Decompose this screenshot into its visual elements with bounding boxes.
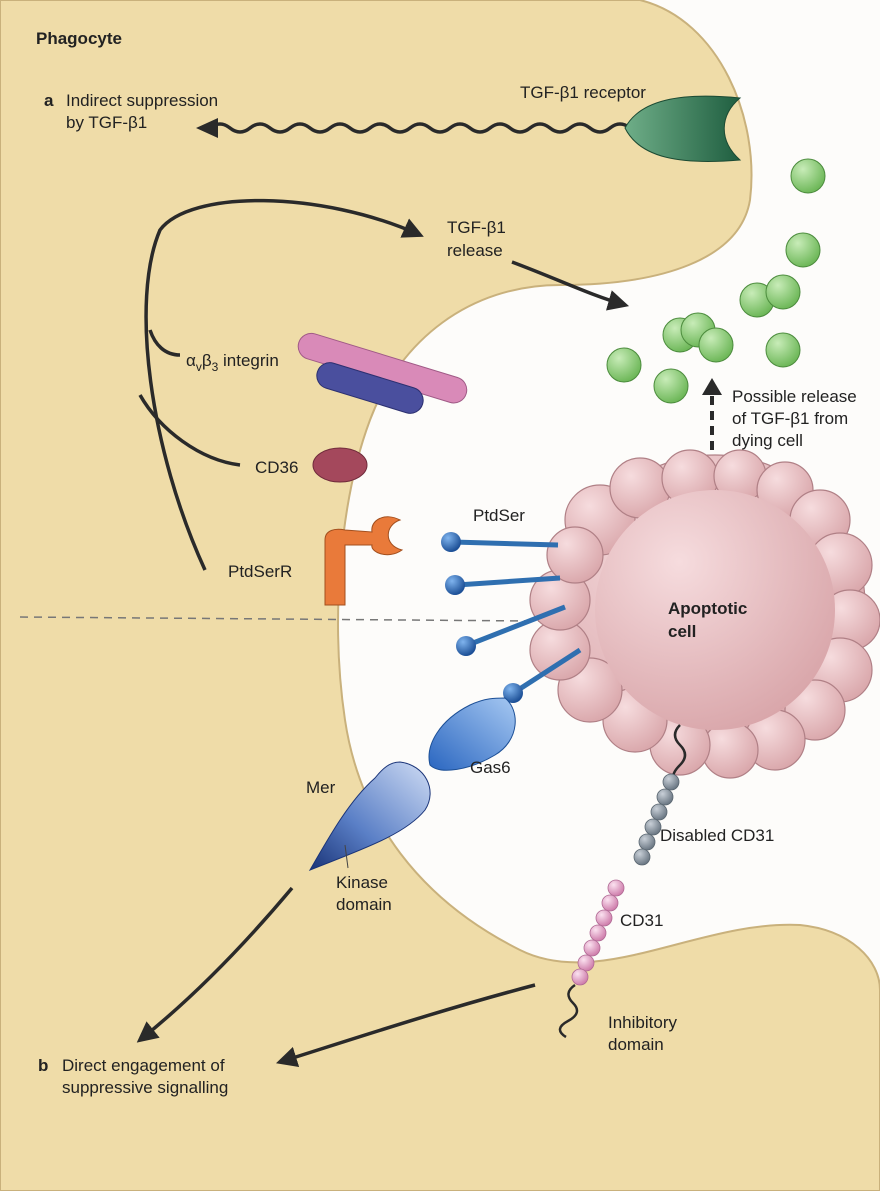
label-tgf-release-1: TGF-β1 bbox=[447, 218, 506, 237]
label-b-line1: Direct engagement of bbox=[62, 1056, 225, 1075]
label-cd31: CD31 bbox=[620, 911, 663, 930]
label-b-letter: b bbox=[38, 1056, 48, 1075]
label-ptdserr: PtdSerR bbox=[228, 562, 292, 581]
label-a-line1: Indirect suppression bbox=[66, 91, 218, 110]
label-kinase-2: domain bbox=[336, 895, 392, 914]
label-gas6: Gas6 bbox=[470, 758, 511, 777]
label-possible-1: Possible release bbox=[732, 387, 857, 406]
label-b-line2: suppressive signalling bbox=[62, 1078, 228, 1097]
cd36-shape bbox=[313, 448, 367, 482]
disabled-cd31-chain bbox=[634, 774, 679, 865]
label-a-letter: a bbox=[44, 91, 54, 110]
label-a-line2: by TGF-β1 bbox=[66, 113, 147, 132]
label-apoptotic-2: cell bbox=[668, 622, 696, 641]
label-kinase-1: Kinase bbox=[336, 873, 388, 892]
label-ptdser: PtdSer bbox=[473, 506, 525, 525]
label-cd36: CD36 bbox=[255, 458, 298, 477]
label-tgf-receptor: TGF-β1 receptor bbox=[520, 83, 646, 102]
label-inhibitory-2: domain bbox=[608, 1035, 664, 1054]
label-possible-3: dying cell bbox=[732, 431, 803, 450]
possible-release-arrowhead bbox=[702, 378, 722, 395]
ptdserr-shape bbox=[325, 517, 402, 605]
phagocyte-title: Phagocyte bbox=[36, 29, 122, 48]
integrin-word: integrin bbox=[218, 351, 278, 370]
label-possible-2: of TGF-β1 from bbox=[732, 409, 848, 428]
label-inhibitory-1: Inhibitory bbox=[608, 1013, 677, 1032]
label-tgf-release-2: release bbox=[447, 241, 503, 260]
integrin-beta-char: β bbox=[202, 351, 212, 370]
integrin-alpha-char: α bbox=[186, 351, 196, 370]
label-mer: Mer bbox=[306, 778, 336, 797]
label-disabled-cd31: Disabled CD31 bbox=[660, 826, 774, 845]
label-apoptotic-1: Apoptotic bbox=[668, 599, 747, 618]
